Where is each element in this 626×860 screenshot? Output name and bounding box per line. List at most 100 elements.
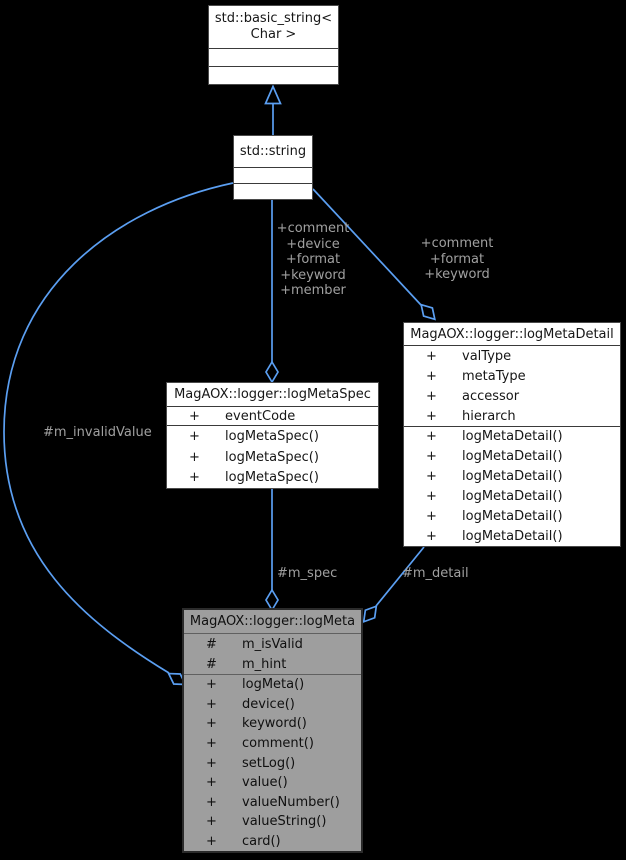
edge-label-m-detail: #m_detail	[402, 566, 469, 581]
member-row: + device()	[184, 695, 361, 715]
edge-label-m-spec: #m_spec	[277, 566, 338, 581]
member-name: eventCode	[225, 408, 296, 424]
member-access: +	[426, 508, 437, 524]
member-name: comment()	[242, 735, 314, 751]
member-name: logMeta()	[242, 677, 305, 693]
member-access: +	[426, 388, 437, 404]
member-row: + logMetaDetail()	[404, 506, 620, 526]
member-name: keyword()	[242, 716, 307, 732]
member-name: logMetaDetail()	[462, 508, 563, 524]
member-row: + logMetaDetail()	[404, 486, 620, 506]
empty-attributes-compartment	[234, 168, 312, 184]
member-access: +	[426, 368, 437, 384]
member-name: logMetaDetail()	[462, 449, 563, 465]
member-name: hierarch	[462, 408, 516, 424]
attributes-compartment: + eventCode	[167, 407, 378, 426]
member-access: +	[206, 716, 217, 732]
member-access: +	[189, 408, 200, 424]
attributes-compartment: # m_isValid # m_hint	[184, 634, 361, 675]
methods-compartment: + logMetaDetail() + logMetaDetail() + lo…	[404, 427, 620, 546]
member-name: logMetaSpec()	[225, 449, 319, 465]
member-name: value()	[242, 775, 288, 791]
member-name: accessor	[462, 388, 520, 404]
member-access: #	[206, 656, 217, 672]
member-row: # m_isValid	[184, 634, 361, 654]
member-access: +	[206, 696, 217, 712]
member-row: + hierarch	[404, 406, 620, 426]
member-row: + value()	[184, 773, 361, 793]
member-name: logMetaDetail()	[462, 488, 563, 504]
methods-compartment: + logMetaSpec() + logMetaSpec() + logMet…	[167, 426, 378, 488]
attributes-compartment: + valType + metaType + accessor + hierar…	[404, 346, 620, 427]
member-access: +	[206, 735, 217, 751]
member-name: logMetaDetail()	[462, 469, 563, 485]
class-title: std::string	[234, 136, 312, 168]
member-access: +	[426, 408, 437, 424]
member-access: +	[426, 348, 437, 364]
member-row: + comment()	[184, 734, 361, 754]
inheritance-edge-string-basicstring	[264, 84, 282, 135]
member-row: + logMetaDetail()	[404, 467, 620, 487]
edge-label-detail-members: +comment +format +keyword	[420, 236, 494, 283]
member-access: +	[206, 677, 217, 693]
member-name: valType	[462, 348, 512, 364]
member-name: logMetaDetail()	[462, 528, 563, 544]
member-row: + logMetaDetail()	[404, 526, 620, 546]
member-name: setLog()	[242, 755, 296, 771]
class-node-logmetaspec[interactable]: MagAOX::logger::logMetaSpec + eventCode …	[166, 382, 379, 489]
member-name: device()	[242, 696, 295, 712]
member-row: # m_hint	[184, 654, 361, 674]
member-row: + keyword()	[184, 714, 361, 734]
empty-methods-compartment	[234, 184, 312, 199]
empty-attributes-compartment	[209, 49, 338, 67]
member-row: + valueString()	[184, 812, 361, 832]
member-access: +	[206, 794, 217, 810]
class-node-basic-string[interactable]: std::basic_string< Char >	[208, 5, 339, 85]
class-title: MagAOX::logger::logMetaSpec	[167, 383, 378, 407]
member-name: m_hint	[242, 656, 287, 672]
member-access: +	[426, 528, 437, 544]
member-row: + logMetaDetail()	[404, 427, 620, 447]
class-title: std::basic_string< Char >	[209, 6, 338, 49]
member-access: +	[426, 469, 437, 485]
member-row: + logMeta()	[184, 675, 361, 695]
member-row: + logMetaSpec()	[167, 426, 378, 447]
member-access: +	[189, 470, 200, 486]
edge-label-invalid-value: #m_invalidValue	[43, 425, 152, 440]
member-access: +	[426, 429, 437, 445]
member-row: + valueNumber()	[184, 792, 361, 812]
member-row: + eventCode	[167, 407, 378, 425]
member-name: logMetaSpec()	[225, 470, 319, 486]
member-name: valueString()	[242, 814, 327, 830]
class-title: MagAOX::logger::logMeta	[184, 610, 361, 634]
aggregation-edge-logmetaspec-logmeta	[265, 489, 279, 612]
member-row: + logMetaSpec()	[167, 467, 378, 488]
class-node-logmetadetail[interactable]: MagAOX::logger::logMetaDetail + valType …	[403, 322, 621, 547]
member-name: logMetaSpec()	[225, 428, 319, 444]
member-row: + logMetaDetail()	[404, 447, 620, 467]
member-row: + logMetaSpec()	[167, 447, 378, 468]
member-name: valueNumber()	[242, 794, 340, 810]
member-access: #	[206, 636, 217, 652]
member-row: + valType	[404, 346, 620, 366]
member-row: + metaType	[404, 366, 620, 386]
member-access: +	[206, 755, 217, 771]
aggregation-edge-logmetadetail-logmeta	[362, 546, 425, 624]
class-node-logmeta[interactable]: MagAOX::logger::logMeta # m_isValid # m_…	[182, 608, 363, 853]
member-access: +	[189, 449, 200, 465]
member-name: m_isValid	[242, 636, 303, 652]
empty-methods-compartment	[209, 67, 338, 84]
member-row: + card()	[184, 832, 361, 852]
member-row: + accessor	[404, 386, 620, 406]
methods-compartment: + logMeta() + device() + keyword() + com…	[184, 675, 361, 851]
member-name: card()	[242, 833, 281, 849]
member-access: +	[426, 449, 437, 465]
class-node-string[interactable]: std::string	[233, 135, 313, 200]
member-access: +	[206, 833, 217, 849]
member-name: logMetaDetail()	[462, 429, 563, 445]
member-access: +	[189, 428, 200, 444]
member-name: metaType	[462, 368, 526, 384]
class-title: MagAOX::logger::logMetaDetail	[404, 323, 620, 346]
member-access: +	[426, 488, 437, 504]
